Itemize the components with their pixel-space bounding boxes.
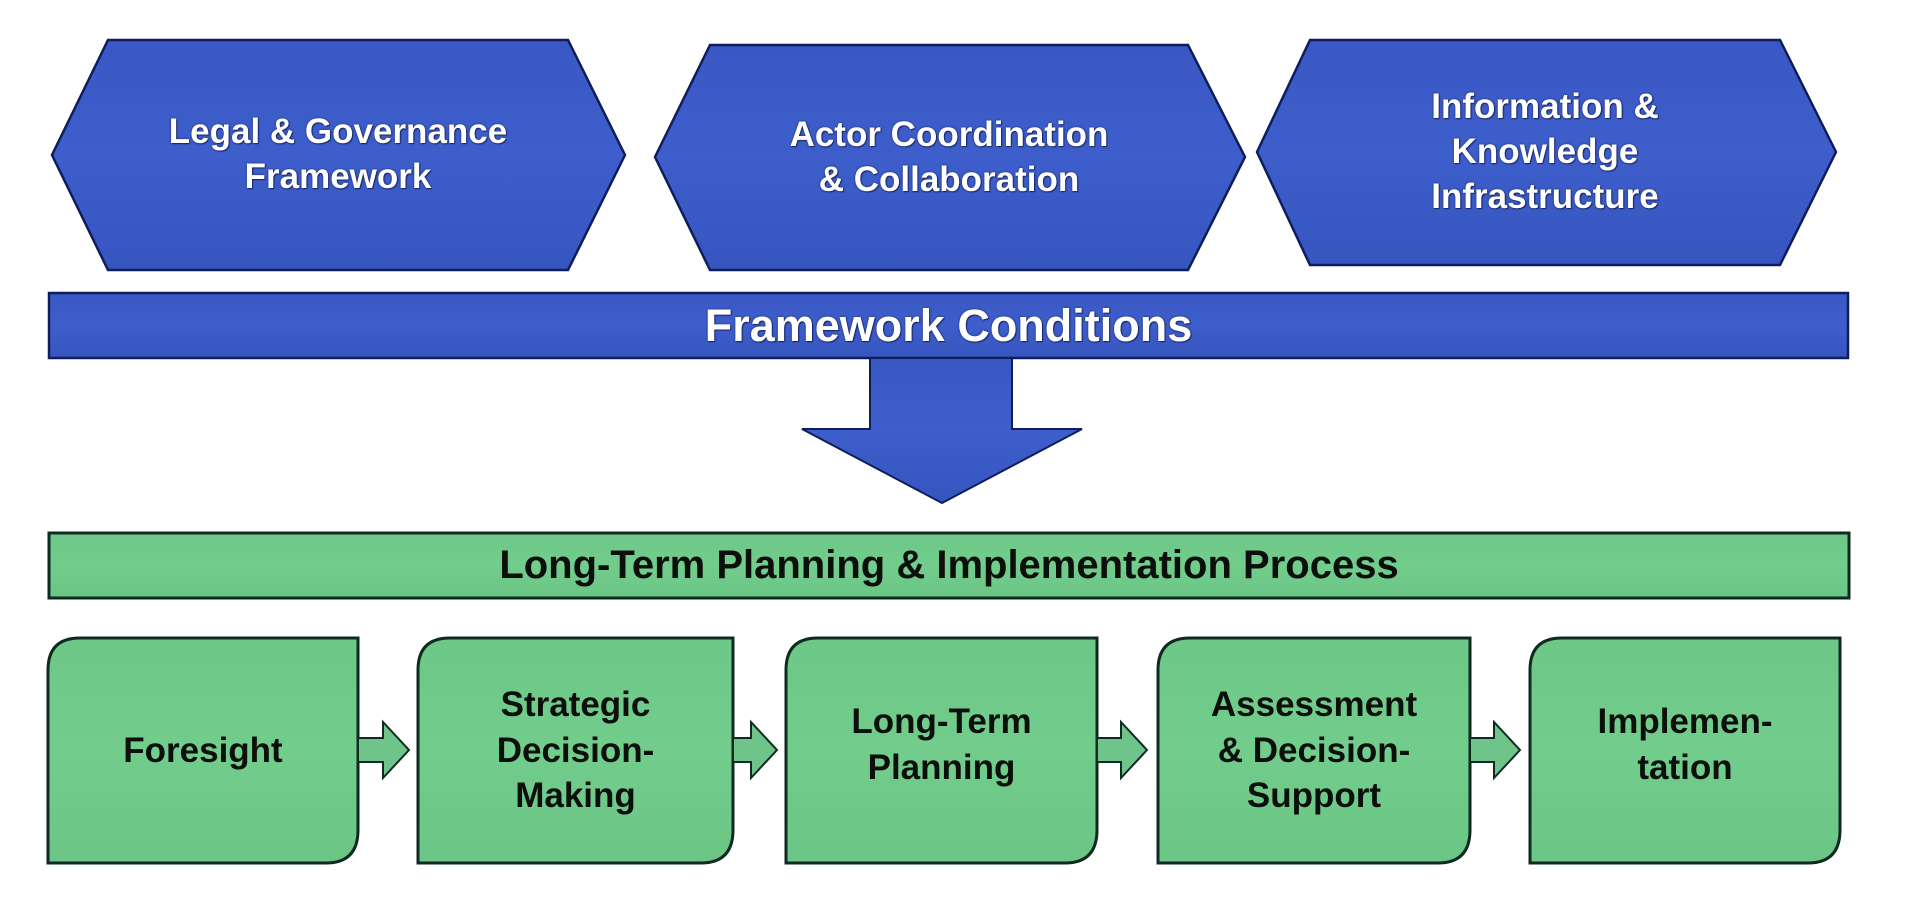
framework-conditions-label: Framework Conditions [704, 299, 1193, 351]
step-arrow-icon [1469, 719, 1522, 781]
step-arrow-icon [732, 719, 779, 781]
step-label-strategic-decision-making: Strategic Decision- Making [496, 685, 655, 816]
step-label-assessment-decision-support: Assessment & Decision- Support [1210, 685, 1418, 816]
pillar-label-actor-coordination: Actor Coordination & Collaboration [789, 114, 1109, 199]
step-arrow-icon [1096, 719, 1149, 781]
down-arrow-icon [801, 357, 1083, 505]
step-arrow-icon [357, 719, 411, 781]
process-bar [47, 531, 1851, 600]
process-bar-label: Long-Term Planning & Implementation Proc… [499, 542, 1399, 587]
pillar-hexagon-legal-governance [50, 38, 627, 272]
pillar-label-legal-governance: Legal & Governance Framework [168, 112, 508, 196]
step-box-assessment-decision-support [1156, 636, 1472, 865]
step-box-foresight [46, 636, 360, 865]
step-box-implementation [1528, 636, 1842, 865]
pillar-label-information-knowledge: Information & Knowledge Infrastructure [1431, 87, 1659, 216]
pillar-hexagon-information-knowledge [1255, 38, 1838, 267]
step-label-foresight: Foresight [123, 730, 283, 770]
framework-conditions-bar [47, 291, 1850, 360]
step-label-implementation: Implemen- tation [1597, 702, 1773, 787]
pillar-hexagon-actor-coordination [653, 43, 1247, 272]
step-box-long-term-planning [784, 636, 1099, 865]
step-label-long-term-planning: Long-Term Planning [851, 702, 1032, 787]
step-box-strategic-decision-making [416, 636, 735, 865]
